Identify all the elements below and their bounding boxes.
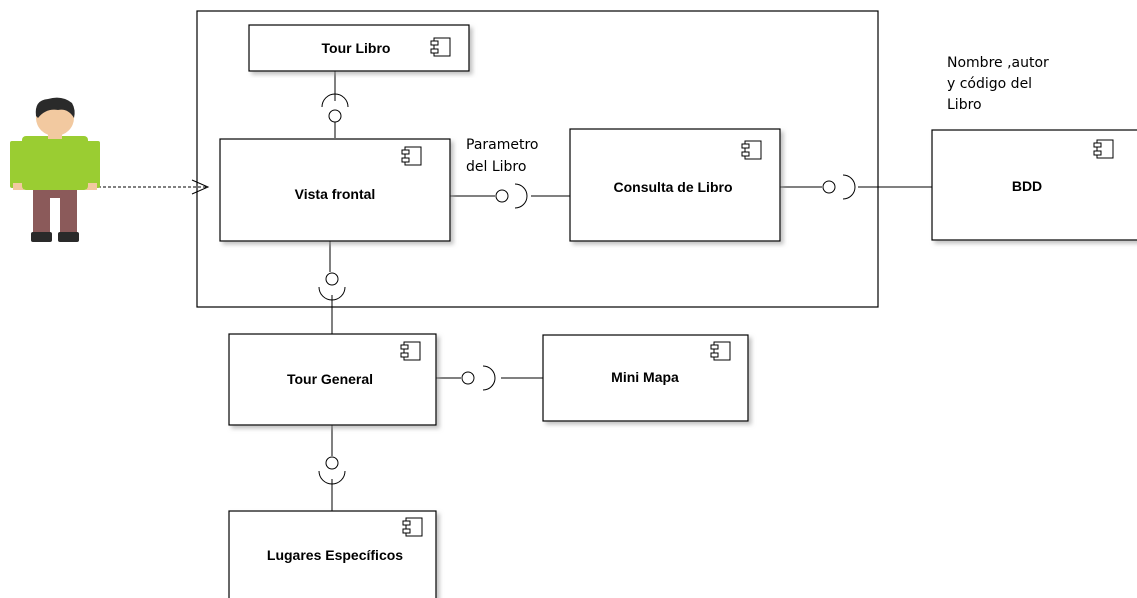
component-icon bbox=[430, 37, 451, 57]
vista-frontal-label: Vista frontal bbox=[295, 186, 376, 202]
component-icon bbox=[710, 341, 731, 361]
bdd-note-line-1: Nombre ,autor bbox=[947, 55, 1049, 71]
lugares-label: Lugares Específicos bbox=[267, 547, 403, 563]
component-icon bbox=[402, 517, 423, 537]
component-lugares-especificos[interactable]: Lugares Específicos bbox=[228, 510, 437, 598]
mini-mapa-label: Mini Mapa bbox=[611, 369, 679, 385]
component-icon bbox=[1093, 139, 1114, 159]
tour-libro-label: Tour Libro bbox=[322, 40, 391, 56]
component-consulta-libro[interactable]: Consulta de Libro bbox=[569, 128, 781, 242]
component-icon bbox=[400, 341, 421, 361]
connectors bbox=[98, 71, 932, 511]
bdd-note-line-2: y código del bbox=[947, 76, 1032, 92]
parametro-line-2: del Libro bbox=[466, 159, 526, 175]
socket-arc bbox=[321, 93, 349, 108]
component-icon bbox=[741, 140, 762, 160]
actor-shirt bbox=[22, 136, 88, 190]
bdd-note: Nombre ,autor y código del Libro bbox=[947, 55, 1053, 113]
tour-general-label: Tour General bbox=[287, 371, 373, 387]
user-actor-icon bbox=[10, 97, 100, 242]
bdd-note-line-3: Libro bbox=[947, 97, 982, 113]
ball-icon bbox=[328, 109, 342, 123]
component-bdd[interactable]: BDD bbox=[931, 129, 1137, 241]
component-tour-libro[interactable]: Tour Libro bbox=[248, 24, 470, 72]
system-boundary bbox=[196, 10, 879, 308]
component-icon bbox=[401, 146, 422, 166]
component-mini-mapa[interactable]: Mini Mapa bbox=[542, 334, 749, 422]
consulta-libro-label: Consulta de Libro bbox=[614, 179, 733, 195]
component-tour-general[interactable]: Tour General bbox=[228, 333, 437, 426]
actor-hair bbox=[35, 97, 75, 118]
bdd-label: BDD bbox=[1012, 178, 1042, 194]
parametro-line-1: Parametro bbox=[466, 137, 538, 153]
parametro-note: Parametro del Libro bbox=[466, 137, 543, 175]
component-vista-frontal[interactable]: Vista frontal bbox=[219, 138, 451, 242]
actor-pants bbox=[33, 186, 50, 236]
